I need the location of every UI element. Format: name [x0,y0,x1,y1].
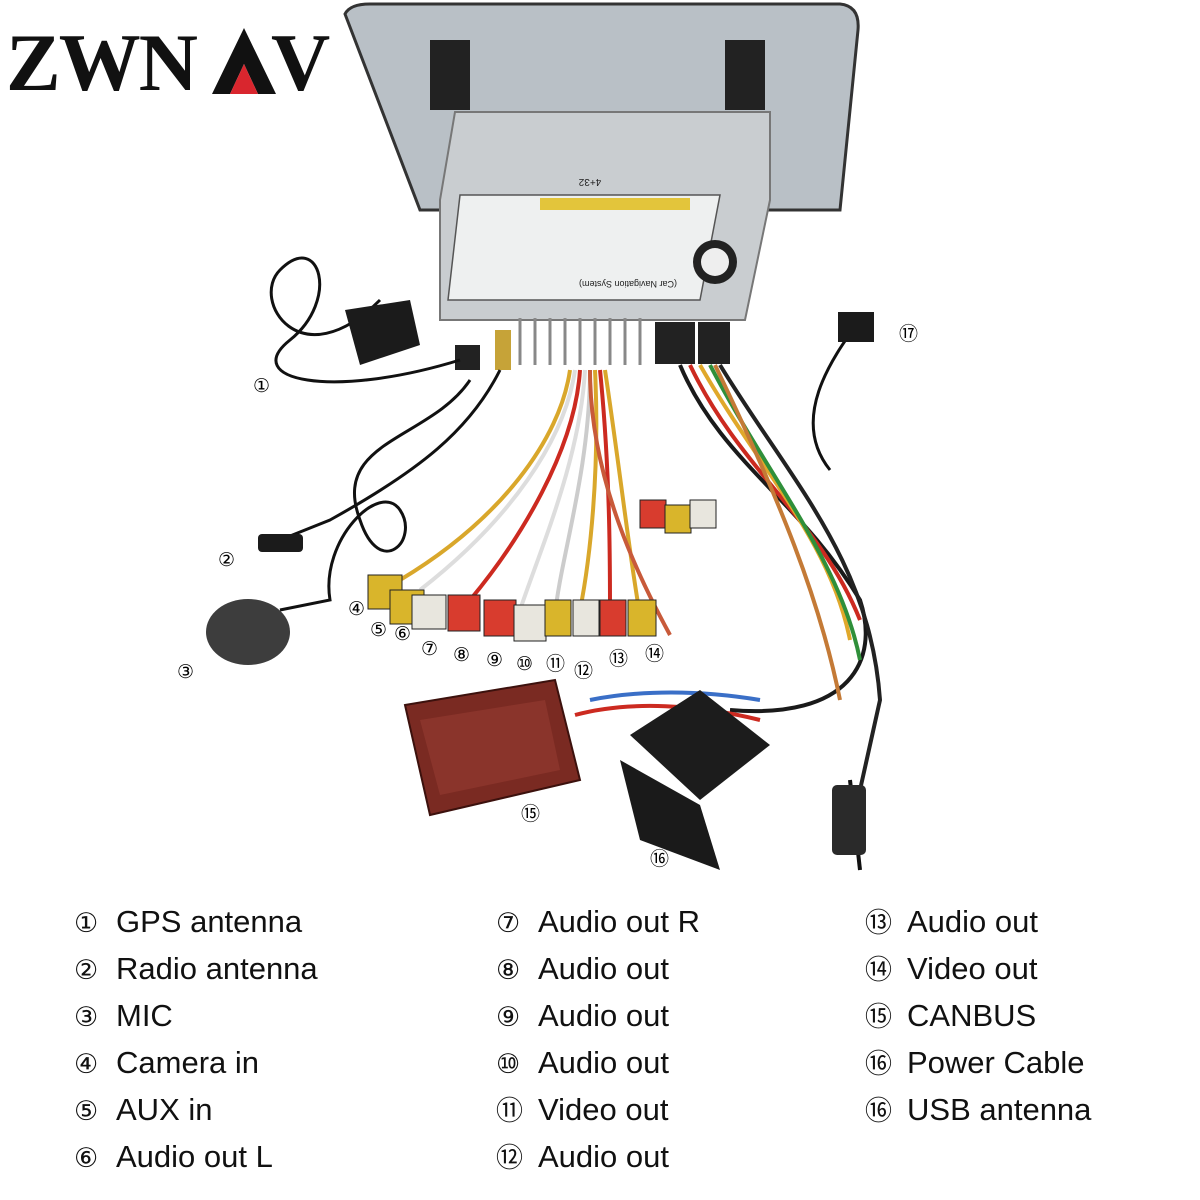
callout-1: ① [253,375,270,397]
legend-number: ⑮ [865,1002,892,1033]
legend-item: ⑨ Audio out [496,992,700,1039]
legend-item: ⑫ Audio out [496,1133,700,1180]
legend-label: MIC [116,998,173,1033]
legend-label: Camera in [116,1045,259,1080]
legend-number: ⑯ [865,1096,892,1127]
legend-label: Audio out [538,951,669,986]
callout-3: ③ [177,661,194,683]
legend-label: Video out [907,951,1038,986]
legend-number: ⑨ [496,1002,521,1033]
head-unit-chassis: (Car Navigation System) 4+32 [439,111,771,370]
callout-8: ⑧ [453,644,470,666]
legend-item: ① GPS antenna [74,898,318,945]
legend-number: ③ [74,1002,99,1033]
power-connector [620,690,770,870]
legend-label: Audio out [538,1045,669,1080]
callout-10: ⑩ [516,653,533,675]
legend-label: Audio out L [116,1139,273,1174]
legend-label: Video out [538,1092,669,1127]
mic-cable [206,379,472,665]
legend-label: Audio out [907,904,1038,939]
legend-item: ⑦ Audio out R [496,898,700,945]
callout-2: ② [218,549,235,571]
legend-number: ⑫ [496,1143,523,1174]
legend-item: ② Radio antenna [74,945,318,992]
legend-number: ⑩ [496,1049,521,1080]
aux-rca-plugs [639,499,717,534]
legend-label: CANBUS [907,998,1037,1033]
legend-label: Audio out R [538,904,700,939]
legend-item: ④ Camera in [74,1039,318,1086]
callout-7: ⑦ [421,638,438,660]
svg-text:V: V [271,22,330,102]
legend-label: Audio out [538,1139,669,1174]
callout-17: ⑰ [899,323,918,345]
legend-number: ⑬ [865,908,892,939]
unit-label: (Car Navigation System) [579,279,677,289]
legend-number: ⑯ [865,1049,892,1080]
legend-number: ⑪ [496,1096,523,1127]
legend-item: ⑮ CANBUS [865,992,1091,1039]
legend-item: ⑭ Video out [865,945,1091,992]
legend-number: ① [74,908,99,939]
legend-number: ⑧ [496,955,521,986]
legend-number: ② [74,955,99,986]
callout-9: ⑨ [486,649,503,671]
legend-number: ⑭ [865,955,892,986]
callout-15: ⑮ [521,803,540,825]
legend-label: AUX in [116,1092,213,1127]
callout-14: ⑭ [645,643,664,665]
legend-label: GPS antenna [116,904,303,939]
legend-number: ⑦ [496,908,521,939]
legend-item: ⑧ Audio out [496,945,700,992]
legend-item: ⑬ Audio out [865,898,1091,945]
legend-column-1: ① GPS antenna ② Radio antenna ③ MIC ④ Camera… [74,898,318,1180]
legend-item: ⑯ USB antenna [865,1086,1091,1133]
legend-number: ④ [74,1049,99,1080]
gps-antenna [269,256,461,384]
callout-6: ⑥ [394,623,411,645]
callout-11: ⑪ [546,653,565,675]
legend-label: USB antenna [907,1092,1092,1127]
legend-label: Power Cable [907,1045,1085,1080]
legend-item: ⑪ Video out [496,1086,700,1133]
legend-column-2: ⑦ Audio out R ⑧ Audio out ⑨ Audio out ⑩ Audi… [496,898,700,1180]
legend-column-3: ⑬ Audio out ⑭ Video out ⑮ CANBUS ⑯ Power Cab… [865,898,1091,1133]
svg-text:ZWN: ZWN [6,22,198,102]
radio-antenna [258,369,502,552]
callout-16: ⑯ [650,848,669,870]
callout-4: ④ [348,598,365,620]
canbus-decoder [403,678,582,817]
legend-item: ③ MIC [74,992,318,1039]
legend-item: ⑥ Audio out L [74,1133,318,1180]
unit-size-label: 4+32 [578,176,601,187]
usb-cable [811,312,874,871]
head-unit-wiring-illustration: (Car Navigation System) 4+32 [177,2,918,871]
legend-item: ⑤ AUX in [74,1086,318,1133]
callout-12: ⑫ [574,660,593,682]
callout-13: ⑬ [609,648,628,670]
legend-item: ⑩ Audio out [496,1039,700,1086]
callout-5: ⑤ [370,619,387,641]
legend-label: Radio antenna [116,951,318,986]
legend-number: ⑤ [74,1096,99,1127]
zwnav-logo: ZWN V [6,22,330,102]
legend-number: ⑥ [74,1143,99,1174]
legend-item: ⑯ Power Cable [865,1039,1091,1086]
legend-label: Audio out [538,998,669,1033]
rca-plugs [367,574,657,642]
